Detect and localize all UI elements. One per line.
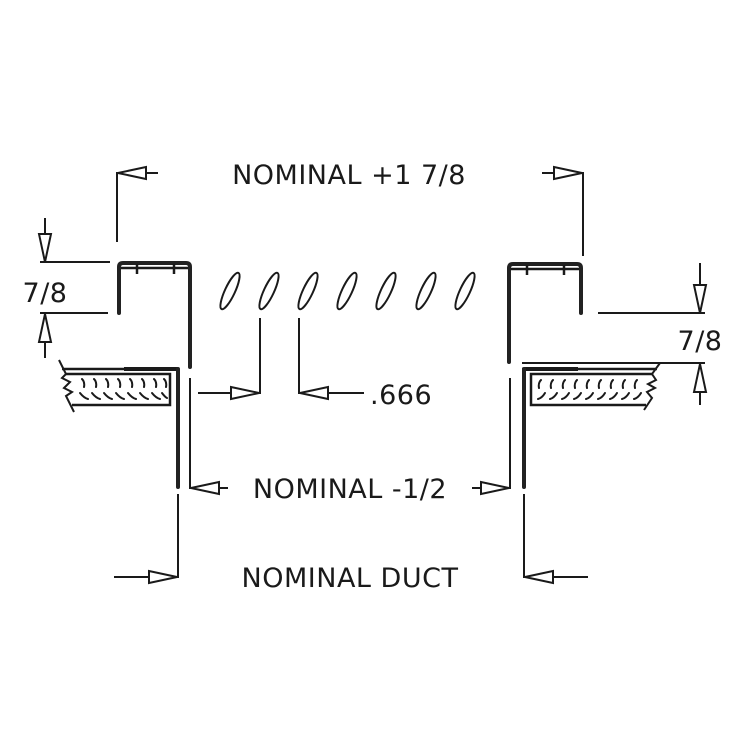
- left-duct-wall: [58, 359, 180, 578]
- arrow-up-icon: [692, 363, 708, 393]
- insulation-hatch: [79, 378, 168, 400]
- arrow-right-icon: [148, 569, 178, 585]
- right-flange-dimension: 7/8: [522, 263, 722, 405]
- right-duct-wall: [522, 362, 661, 578]
- blade-2: [258, 271, 280, 311]
- right-frame-channel: [507, 262, 583, 364]
- top-width-dimension: NOMINAL +1 7/8: [116, 160, 584, 256]
- arrow-down-icon: [37, 233, 53, 263]
- blade-1: [219, 271, 241, 311]
- duct-size-label: NOMINAL DUCT: [242, 563, 459, 594]
- blade-spacing-label: .666: [370, 380, 432, 411]
- right-flange-label: 7/8: [678, 326, 723, 357]
- inner-opening-dimension: NOMINAL -1/2: [189, 378, 511, 505]
- left-flange-label: 7/8: [23, 278, 68, 309]
- arrow-left-icon: [299, 385, 329, 401]
- blade-5: [375, 271, 397, 311]
- inner-opening-label: NOMINAL -1/2: [253, 474, 447, 505]
- blade-6: [415, 271, 437, 311]
- arrow-right-icon: [480, 480, 510, 496]
- blade-7: [454, 271, 476, 311]
- arrow-up-icon: [37, 313, 53, 343]
- insulation-hatch: [537, 379, 642, 400]
- blade-4: [336, 271, 358, 311]
- left-flange-dimension: 7/8: [23, 218, 110, 358]
- top-width-label: NOMINAL +1 7/8: [232, 160, 466, 191]
- deflection-blades: [219, 271, 476, 311]
- arrow-left-icon: [117, 165, 147, 181]
- duct-size-dimension: NOMINAL DUCT: [114, 563, 588, 594]
- arrow-left-icon: [190, 480, 220, 496]
- arrow-down-icon: [692, 284, 708, 314]
- arrow-right-icon: [230, 385, 260, 401]
- arrow-right-icon: [553, 165, 583, 181]
- left-frame-channel: [117, 261, 192, 369]
- blade-3: [297, 271, 319, 311]
- blade-spacing-dimension: .666: [198, 318, 432, 411]
- arrow-left-icon: [524, 569, 554, 585]
